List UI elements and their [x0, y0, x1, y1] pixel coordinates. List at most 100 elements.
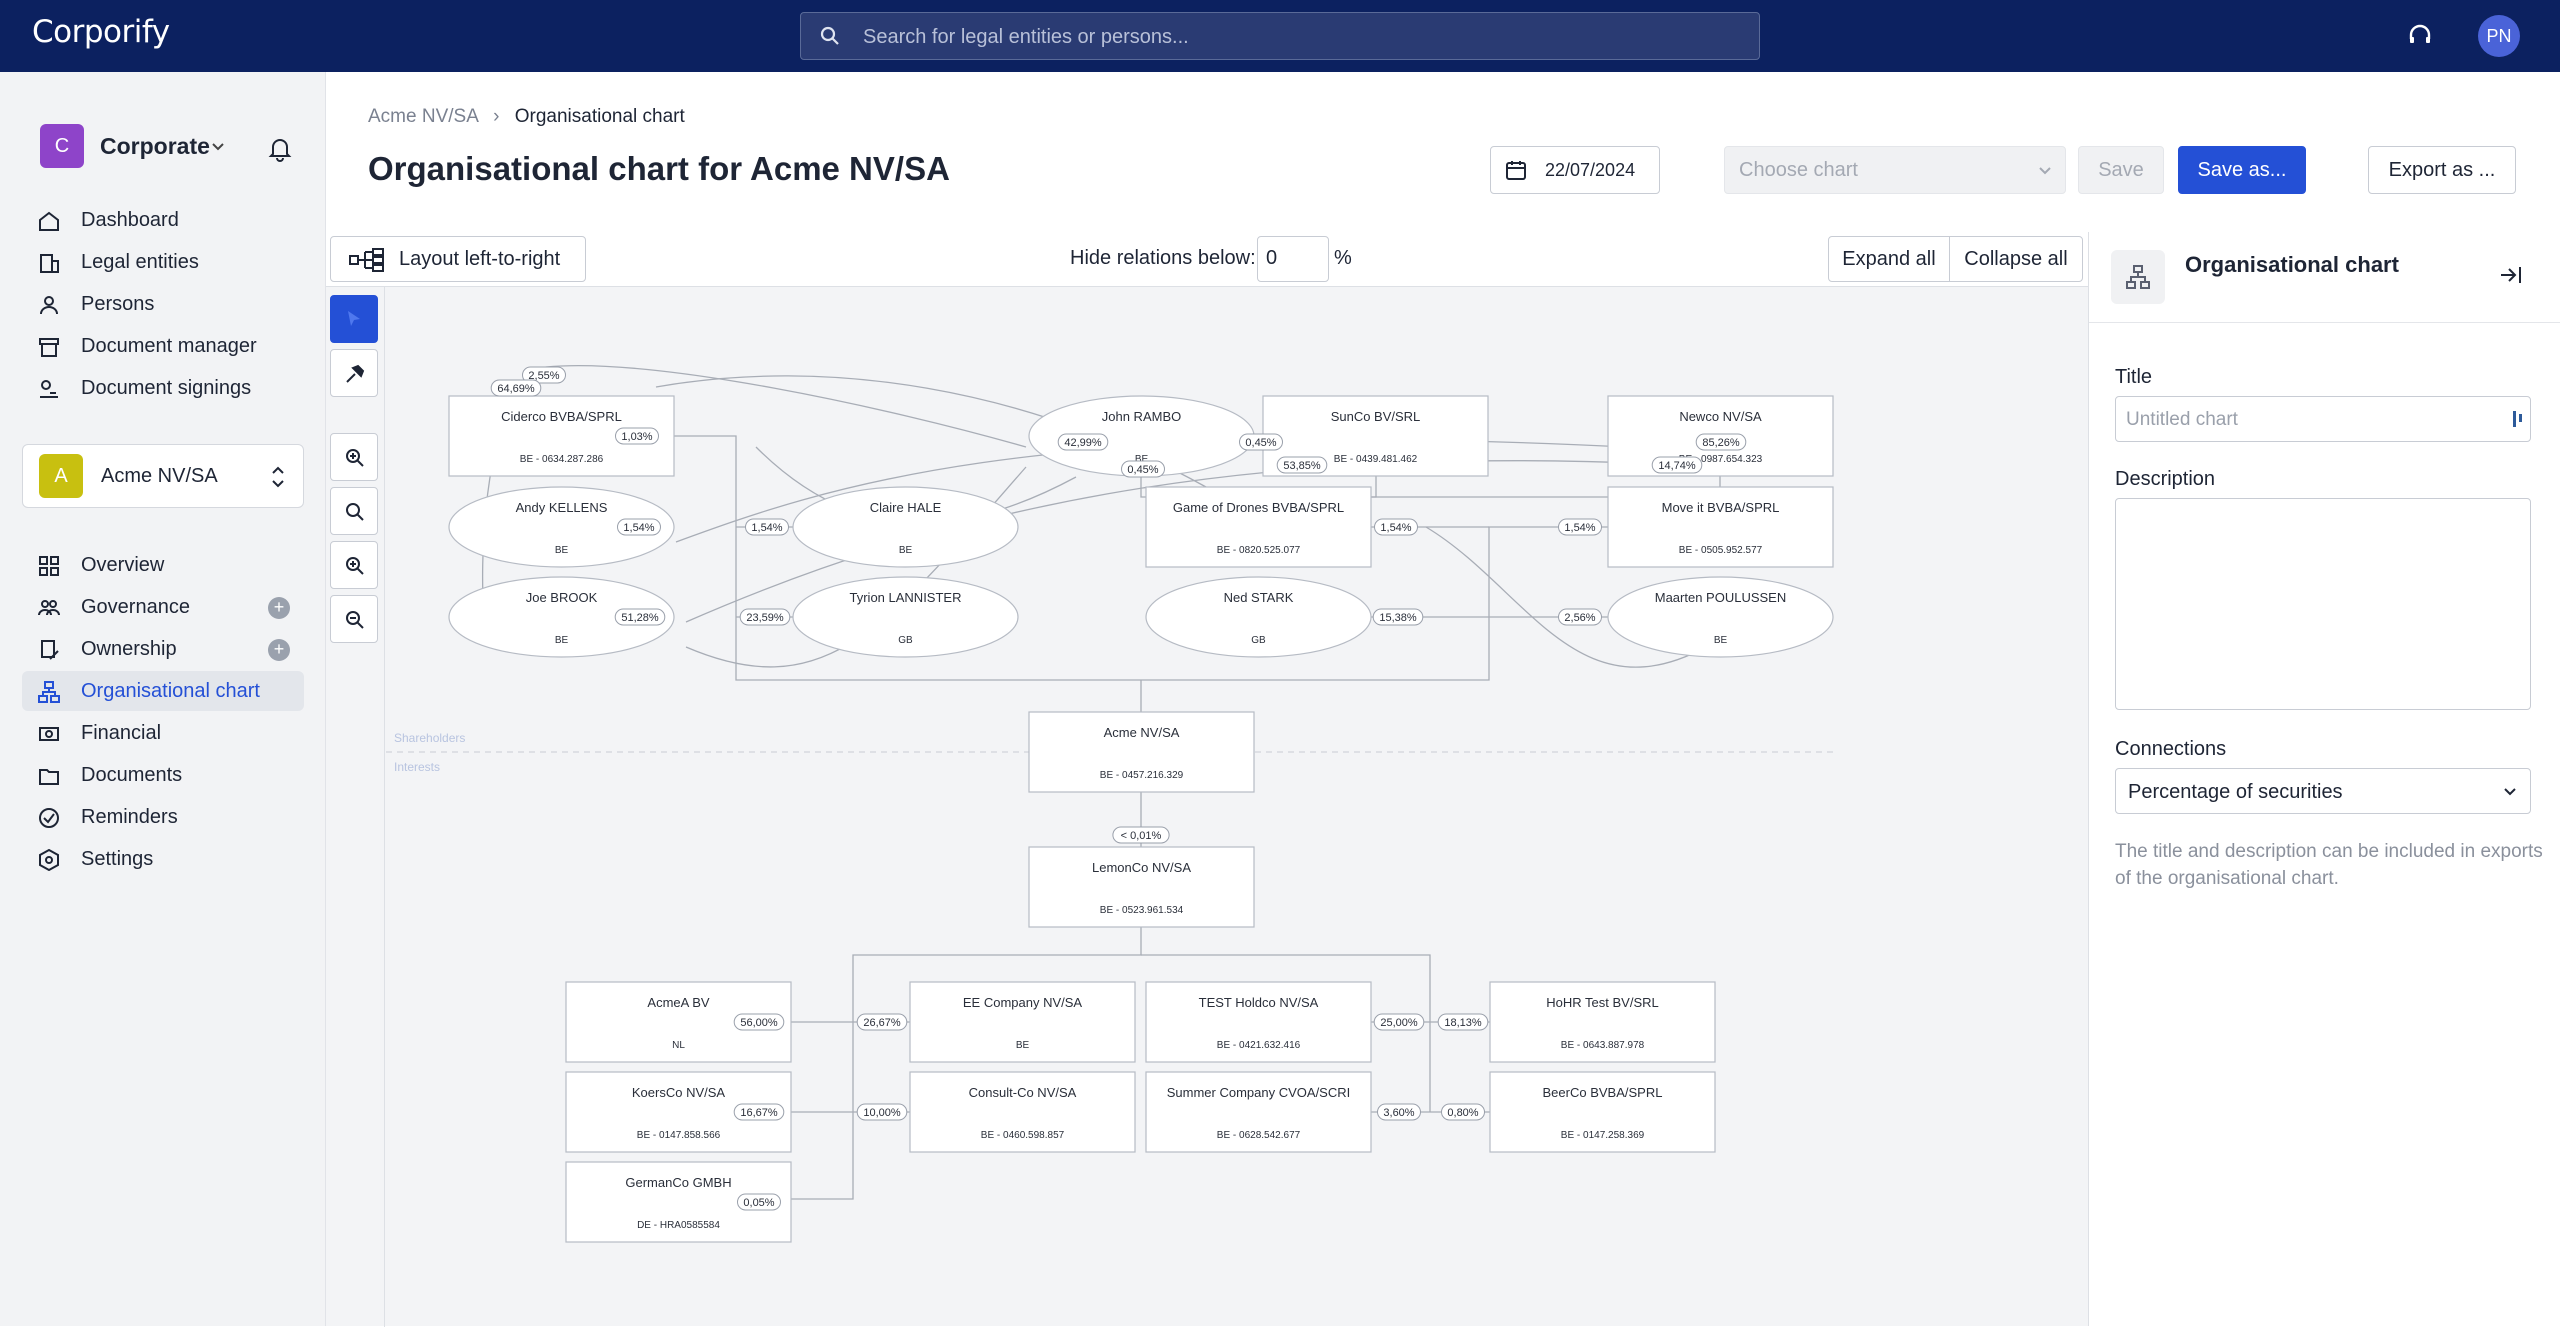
percentage-pill [617, 518, 661, 536]
page-title: Organisational chart for Acme NV/SA [368, 150, 950, 187]
percentage-text: 15,38% [1379, 612, 1417, 624]
nav-settings[interactable]: Settings [22, 839, 304, 879]
nav-document-manager[interactable]: Document manager [22, 326, 304, 366]
nav-document-signings[interactable]: Document signings [22, 368, 304, 408]
add-ownership-button[interactable]: + [268, 639, 290, 661]
expand-all-button[interactable]: Expand all [1828, 236, 1950, 282]
title-input[interactable]: Untitled chart [2115, 396, 2531, 442]
orgchart-icon [38, 681, 60, 703]
percentage-text: 0,80% [1447, 1107, 1478, 1119]
calendar-icon [1506, 161, 1526, 180]
relation-percentage: 1,54% [1558, 518, 1602, 536]
description-label: Description [2115, 468, 2216, 490]
percentage-text: 10,00% [863, 1107, 901, 1119]
signature-icon [40, 380, 58, 398]
percentage-text: 1,54% [623, 522, 654, 534]
zoom-reset-tool[interactable] [330, 487, 378, 535]
save-as-button[interactable]: Save as... [2178, 146, 2306, 194]
relation-percentage: 14,74% [1651, 456, 1703, 474]
connections-select[interactable]: Percentage of securities [2115, 768, 2531, 814]
save-button[interactable]: Save [2078, 146, 2164, 194]
node-identifier: GB [1251, 635, 1266, 646]
layout-button[interactable]: Layout left-to-right [330, 236, 586, 282]
nav-persons[interactable]: Persons [22, 284, 304, 324]
headset-icon[interactable] [2406, 22, 2434, 50]
description-textarea[interactable] [2115, 498, 2531, 710]
chart-select[interactable]: Choose chart [1724, 146, 2066, 194]
select-tool[interactable] [330, 295, 378, 343]
zoom-out-tool[interactable] [330, 595, 378, 643]
add-governance-button[interactable]: + [268, 597, 290, 619]
node-name: EE Company NV/SA [963, 995, 1083, 1010]
app-logo[interactable]: Corporify [32, 14, 170, 50]
entity-switcher[interactable]: A Acme NV/SA [22, 444, 304, 508]
node-ellipse [792, 576, 1019, 658]
date-picker[interactable]: 22/07/2024 [1490, 146, 1660, 194]
bell-icon[interactable] [268, 136, 292, 162]
zoom-in-tool[interactable] [330, 433, 378, 481]
zoom-in-icon [346, 557, 364, 575]
percentage-pill [745, 518, 789, 536]
chevron-down-icon [212, 143, 224, 151]
percentage-text: 56,00% [740, 1017, 778, 1029]
node-identifier: BE - 0457.216.329 [1100, 770, 1184, 781]
node-name: Maarten POULUSSEN [1655, 590, 1787, 605]
global-search[interactable]: Search for legal entities or persons... [800, 12, 1760, 60]
nav-governance[interactable]: Governance+ [22, 587, 304, 627]
hide-relations-input[interactable]: 0 [1257, 236, 1329, 282]
percentage-text: 2,56% [1564, 612, 1595, 624]
zoom-in-icon [346, 449, 364, 467]
node-identifier: BE - 0987.654.323 [1679, 454, 1763, 465]
relation-percentage: 1,03% [615, 427, 659, 445]
node-name: Joe BROOK [526, 590, 598, 605]
percentage-pill [1651, 456, 1703, 474]
nav-legal-entities[interactable]: Legal entities [22, 242, 304, 282]
pan-tool[interactable] [330, 349, 378, 397]
relation-percentage: 53,85% [1276, 456, 1328, 474]
export-button[interactable]: Export as ... [2368, 146, 2516, 194]
zoom-in-small-tool[interactable] [330, 541, 378, 589]
organisation-switcher[interactable]: C Corporate [40, 124, 320, 170]
relation-line [685, 459, 1717, 623]
nav-documents[interactable]: Documents [22, 755, 304, 795]
percentage-text: 18,13% [1444, 1017, 1482, 1029]
user-avatar[interactable]: PN [2478, 15, 2520, 57]
panel-hint: The title and description can be include… [2115, 841, 2543, 889]
breadcrumb-entity[interactable]: Acme NV/SA [368, 106, 478, 127]
search-icon [820, 26, 839, 45]
collapse-all-button[interactable]: Collapse all [1949, 236, 2083, 282]
panel-icon-box [2111, 250, 2165, 304]
percentage-text: 14,74% [1658, 460, 1696, 472]
nav-organisational-chart[interactable]: Organisational chart [22, 671, 304, 711]
nav-overview[interactable]: Overview [22, 545, 304, 585]
nav-ownership[interactable]: Ownership+ [22, 629, 304, 669]
node-identifier: BE - 0147.858.566 [637, 1130, 721, 1141]
field-options-icon[interactable] [2512, 409, 2526, 429]
collapse-panel-icon[interactable] [2499, 264, 2523, 286]
nav-financial[interactable]: Financial [22, 713, 304, 753]
nav-reminders[interactable]: Reminders [22, 797, 304, 837]
node-identifier: BE - 0460.598.857 [981, 1130, 1065, 1141]
nav-dashboard[interactable]: Dashboard [22, 200, 304, 240]
settings-icon [39, 849, 59, 871]
relation-percentage: 51,28% [614, 608, 666, 626]
